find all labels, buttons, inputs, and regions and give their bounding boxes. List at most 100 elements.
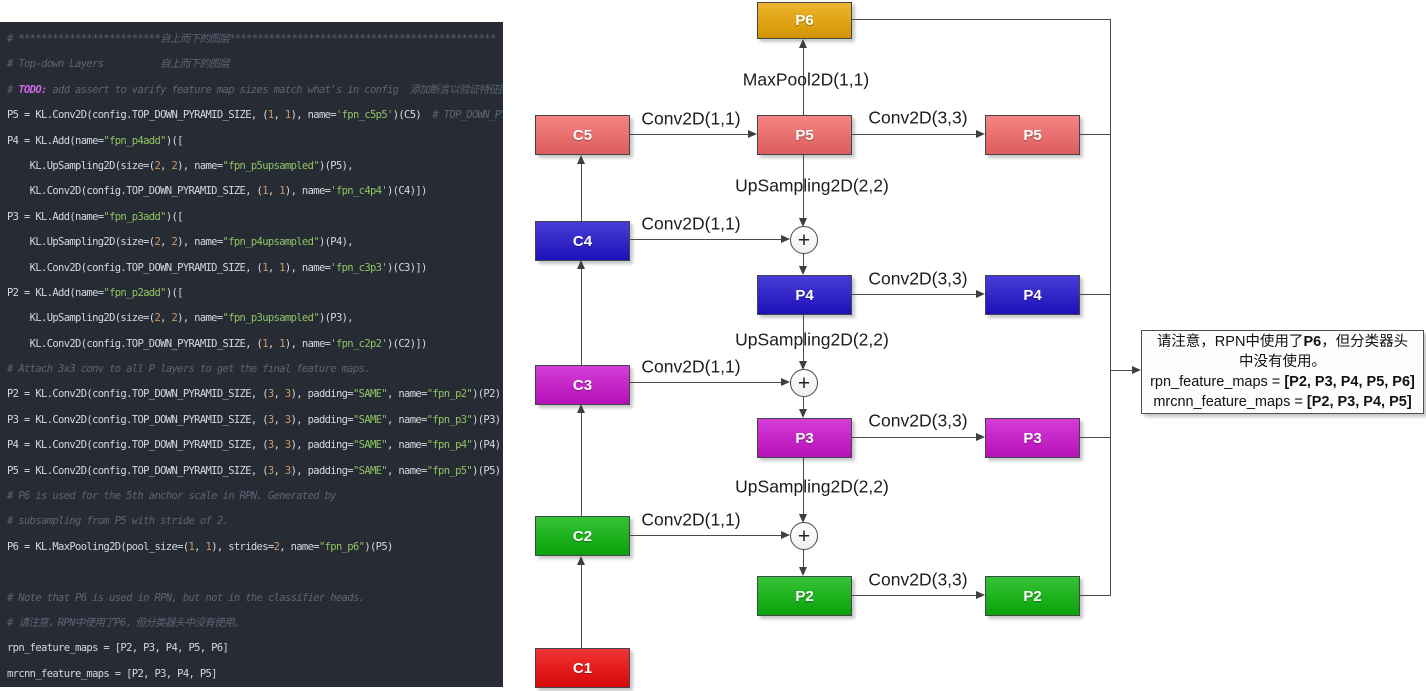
code-line: P3 = KL.Conv2D(config.TOP_DOWN_PYRAMID_S… [7,413,501,426]
arrow-add-p3-line [803,397,805,410]
arrow-c2-add-head [781,531,790,539]
arrow-c3-add-line [630,382,782,384]
node-c4: C4 [535,221,630,261]
node-c1: C1 [535,648,630,688]
node-p3-out: P3 [985,418,1080,458]
arrow-p4-add-line [803,315,805,362]
code-line: # *************************自上而下的图层******… [7,33,496,45]
arrow-p5-p6-head [799,39,807,48]
code-line: KL.UpSampling2D(size=(2, 2), name="fpn_p… [7,312,354,325]
code-line: KL.Conv2D(config.TOP_DOWN_PYRAMID_SIZE, … [7,337,428,350]
arrow-c4-add-head [781,235,790,243]
node-p3: P3 [757,418,852,458]
edge-label-conv11-c2: Conv2D(1,1) [641,509,741,530]
node-p2: P2 [757,576,852,616]
arrow-c2-add-line [630,535,782,537]
code-line: P4 = KL.Conv2D(config.TOP_DOWN_PYRAMID_S… [7,439,501,452]
arrow-add-p4-head [799,266,807,275]
code-line: rpn_feature_maps = [P2, P3, P4, P5, P6] [7,642,229,655]
code-line: P2 = KL.Add(name="fpn_p2add")([ [7,286,183,299]
code-line: # Top-down Layers 自上而下的图层 [7,58,230,71]
code-line: KL.UpSampling2D(size=(2, 2), name="fpn_p… [7,159,354,172]
add-node-p4: + [790,226,818,254]
note-line-2: 中没有使用。 [1239,354,1326,370]
arrow-c4-c5-head [577,155,585,164]
note-line-4: mrcnn_feature_maps = [P2, P3, P4, P5] [1153,394,1412,410]
collector-p5-line [1080,134,1111,136]
arrow-c5-p5-line [630,134,748,136]
edge-label-conv33-p2: Conv2D(3,3) [868,569,968,590]
edge-label-maxpool: MaxPool2D(1,1) [742,69,870,90]
node-p4: P4 [757,275,852,315]
code-line: P5 = KL.Conv2D(config.TOP_DOWN_PYRAMID_S… [7,464,501,477]
node-c3: C3 [535,365,630,405]
arrow-p5-add-line [803,155,805,219]
arrow-c3-add-head [781,378,790,386]
edge-label-conv11-c5: Conv2D(1,1) [641,108,741,129]
code-editor-panel[interactable]: # *************************自上而下的图层******… [0,22,503,687]
note-line-3: rpn_feature_maps = [P2, P3, P4, P5, P6] [1150,374,1415,390]
arrow-collector-note-head [1132,366,1141,374]
code-line: mrcnn_feature_maps = [P2, P3, P4, P5] [7,667,218,680]
code-line: KL.UpSampling2D(size=(2, 2), name="fpn_p… [7,236,354,249]
code-line: # P6 is used for the 5th anchor scale in… [7,490,337,503]
node-c5: C5 [535,115,630,155]
edge-label-conv33-p4: Conv2D(3,3) [868,268,968,289]
code-line: # TODO: add assert to varify feature map… [7,83,503,96]
arrow-p4-p4out-line [851,294,976,296]
code-line: KL.Conv2D(config.TOP_DOWN_PYRAMID_SIZE, … [7,261,428,274]
code-line: P3 = KL.Add(name="fpn_p3add")([ [7,210,183,223]
arrow-c2-c3-head [577,404,585,413]
edge-label-conv11-c3: Conv2D(1,1) [641,356,741,377]
code-line: # Attach 3x3 conv to all P layers to get… [7,363,371,376]
arrow-p3-add-line [803,458,805,515]
arrow-p3-p3out-head [976,433,985,441]
code-line: P4 = KL.Add(name="fpn_p4add")([ [7,134,183,147]
node-p6: P6 [757,2,852,39]
collector-vertical-line [1110,19,1112,596]
code-line: KL.Conv2D(config.TOP_DOWN_PYRAMID_SIZE, … [7,185,428,198]
collector-p6-line [851,19,1111,21]
node-c2: C2 [535,516,630,556]
code-line: P5 = KL.Conv2D(config.TOP_DOWN_PYRAMID_S… [7,109,503,122]
arrow-add-p4-line [803,254,805,267]
code-line: P2 = KL.Conv2D(config.TOP_DOWN_PYRAMID_S… [7,388,501,401]
edge-label-conv33-p3: Conv2D(3,3) [868,410,968,431]
arrow-p5-p5out-line [851,134,976,136]
arrow-p4-p4out-head [976,290,985,298]
arrow-p4-add-head [799,361,807,370]
node-p4-out: P4 [985,275,1080,315]
code-line: # Note that P6 is used in RPN, but not i… [7,591,365,604]
arrow-c5-p5-head [748,130,757,138]
collector-p2-line [1080,595,1111,597]
arrow-p2-p2out-head [976,591,985,599]
node-p2-out: P2 [985,576,1080,616]
note-box: 请注意，RPN中使用了P6，但分类器头 中没有使用。 rpn_feature_m… [1141,330,1424,414]
add-node-p3: + [790,369,818,397]
arrow-c3-c4-line [581,267,583,365]
arrow-add-p2-head [799,567,807,576]
arrow-collector-note-line [1110,370,1133,372]
node-p5-out: P5 [985,115,1080,155]
code-line: # subsampling from P5 with stride of 2. [7,515,229,528]
node-p5: P5 [757,115,852,155]
arrow-c1-c2-head [577,556,585,565]
collector-p3-line [1080,437,1111,439]
edge-label-upsampling-p5: UpSampling2D(2,2) [735,175,889,196]
edge-label-upsampling-p4: UpSampling2D(2,2) [735,329,889,350]
arrow-p3-add-head [799,514,807,523]
collector-p4-line [1080,294,1111,296]
add-node-p2: + [790,522,818,550]
code-line [7,560,503,585]
arrow-p5-p6-line [803,46,805,115]
edge-label-conv33-p5: Conv2D(3,3) [868,107,968,128]
arrow-c4-add-line [630,239,782,241]
arrow-p5-p5out-head [976,130,985,138]
note-line-1: 请注意，RPN中使用了P6，但分类器头 [1156,334,1409,350]
edge-label-conv11-c4: Conv2D(1,1) [641,213,741,234]
code-line: # 请注意，RPN中使用了P6，但分类器头中没有使用。 [7,616,244,629]
arrow-add-p2-line [803,550,805,569]
code-line: P6 = KL.MaxPooling2D(pool_size=(1, 1), s… [7,540,393,553]
arrow-c3-c4-head [577,260,585,269]
